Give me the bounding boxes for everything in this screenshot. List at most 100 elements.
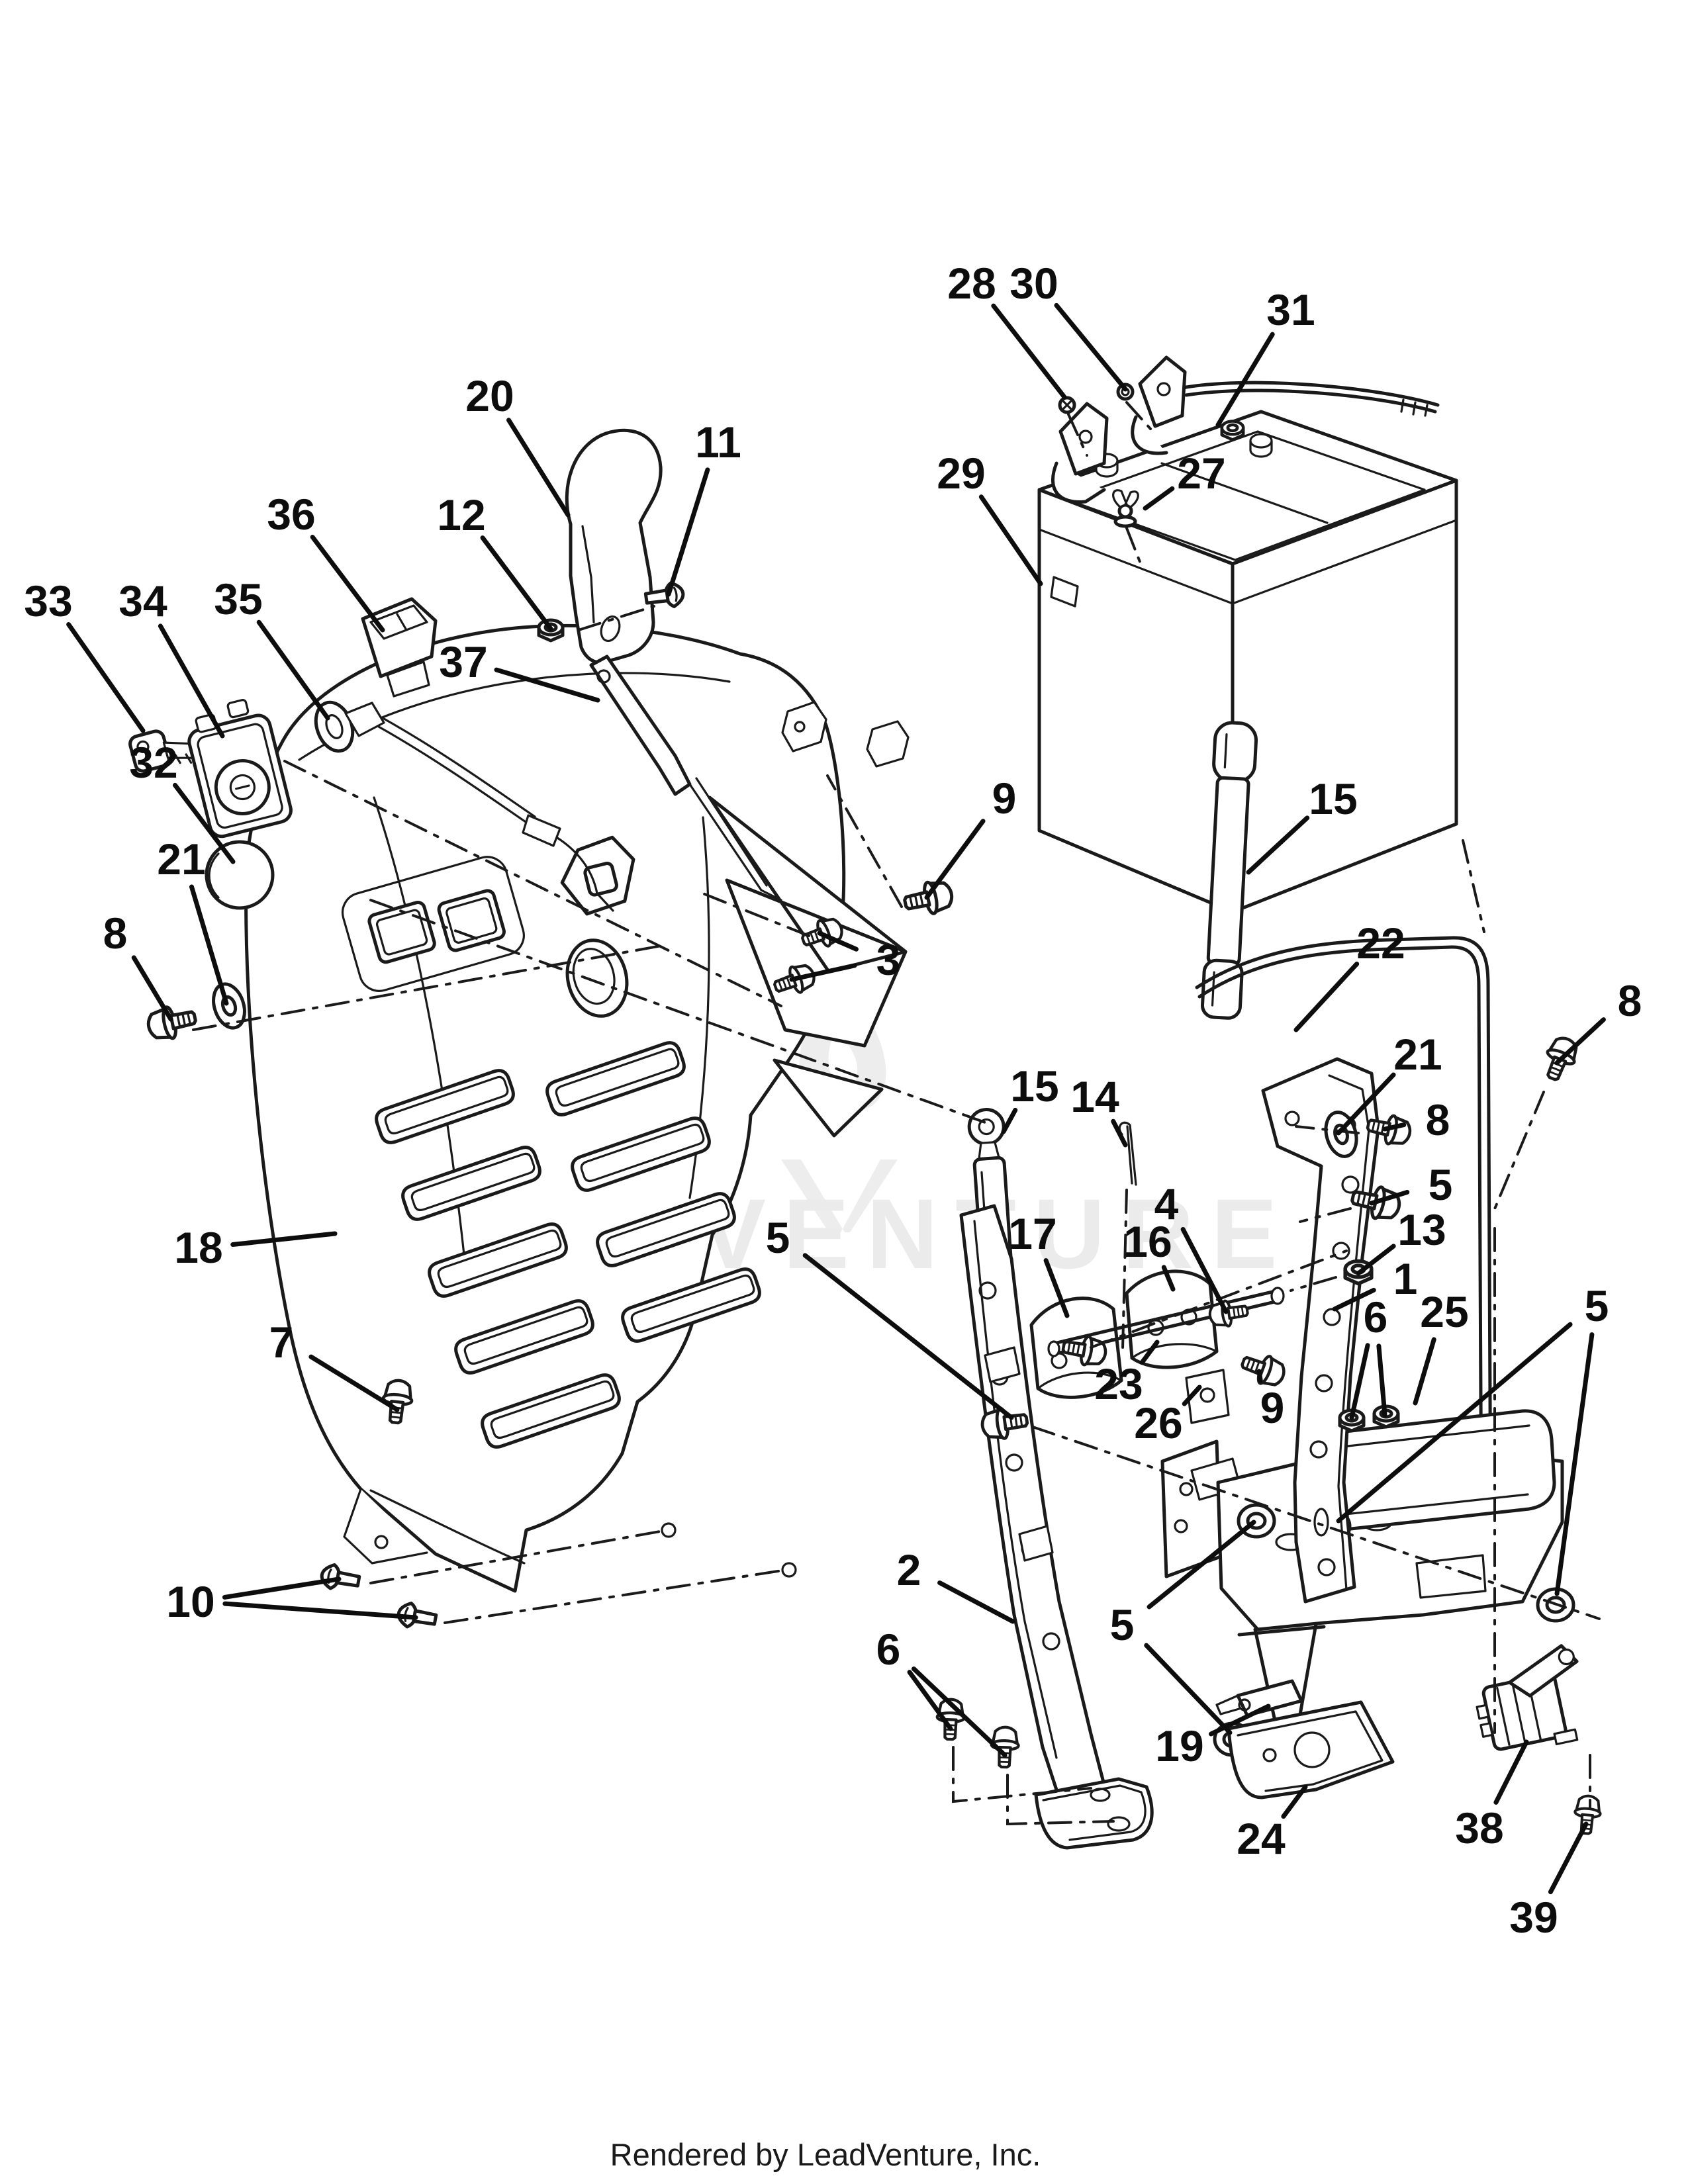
callout-leader-10 — [222, 1576, 342, 1600]
battery-lid-lines — [1038, 430, 1458, 605]
callout-leader-6 — [907, 1670, 953, 1731]
callout-leader-5 — [1147, 1520, 1256, 1610]
callout-leader-10 — [222, 1601, 418, 1620]
callout-leader-36 — [310, 535, 385, 633]
callout-label-35: 35 — [214, 574, 262, 623]
callout-leader-18 — [230, 1231, 338, 1248]
callout-label-6: 6 — [1364, 1293, 1388, 1342]
rocker-switch-36 — [361, 597, 438, 698]
callout-label-1: 1 — [1393, 1254, 1418, 1303]
battery-clamp-bracket — [1131, 355, 1187, 455]
callout-leader-35 — [256, 619, 330, 721]
callout-label-39: 39 — [1509, 1893, 1558, 1942]
callout-leader-9 — [1256, 1369, 1263, 1383]
callout-leader-20 — [506, 418, 571, 518]
callout-label-22: 22 — [1356, 919, 1405, 968]
callout-label-23: 23 — [1094, 1359, 1143, 1408]
callout-label-16: 16 — [1123, 1217, 1172, 1266]
clamp-hole — [1156, 382, 1171, 396]
solenoid-38 — [1476, 1644, 1579, 1751]
callout-label-21: 21 — [157, 835, 205, 884]
callout-label-24: 24 — [1237, 1814, 1286, 1863]
console-hole — [374, 1535, 389, 1549]
clamp-hole — [1078, 430, 1093, 444]
callout-label-34: 34 — [118, 576, 167, 625]
callout-leader-2 — [937, 1580, 1015, 1624]
callout-label-5: 5 — [1585, 1281, 1609, 1330]
callout-label-28: 28 — [947, 259, 996, 308]
battery-tray-illustration — [1160, 1409, 1579, 1799]
callout-leader-32 — [172, 782, 236, 864]
callout-leader-30 — [1054, 302, 1128, 392]
callout-label-33: 33 — [24, 576, 72, 625]
callout-label-14: 14 — [1070, 1072, 1119, 1121]
console-hole — [781, 1562, 797, 1578]
battery-side-clip — [1050, 576, 1079, 608]
bolt-8-icon — [146, 1002, 198, 1043]
callout-leader-5 — [1144, 1643, 1233, 1735]
spacer-plate-26 — [1185, 1369, 1230, 1424]
callout-label-19: 19 — [1155, 1721, 1203, 1770]
console-bottom-tab — [343, 1488, 428, 1565]
callout-label-15: 15 — [1010, 1062, 1058, 1111]
callout-leader-15 — [1246, 815, 1310, 875]
callout-leader-7 — [308, 1354, 400, 1412]
callout-label-15: 15 — [1309, 774, 1357, 823]
alignment-dash-lines — [192, 401, 1601, 1826]
callout-leader-1 — [1332, 1287, 1376, 1312]
watermark-v-icon — [781, 1160, 898, 1232]
callout-leader-26 — [1182, 1385, 1202, 1406]
console-latch-hole — [794, 721, 806, 733]
battery-clamp-bracket — [1051, 402, 1109, 504]
callout-leader-37 — [494, 667, 600, 703]
callout-leader-5 — [1369, 1189, 1410, 1206]
callout-leader-13 — [1356, 1244, 1396, 1276]
callout-label-9: 9 — [1260, 1383, 1285, 1432]
shift-lever-hole — [596, 669, 611, 684]
callout-label-10: 10 — [166, 1577, 214, 1626]
electrical-parts-illustration — [128, 597, 614, 912]
shift-knob-hole — [600, 615, 621, 642]
callout-leader-27 — [1143, 486, 1175, 511]
callout-label-12: 12 — [437, 490, 485, 539]
callout-label-11: 11 — [695, 418, 741, 467]
rod-nut-icon — [1222, 422, 1243, 440]
callout-label-5: 5 — [1110, 1600, 1135, 1649]
callout-label-18: 18 — [174, 1223, 222, 1272]
callout-leader-23 — [1139, 1340, 1160, 1365]
callout-label-30: 30 — [1009, 259, 1058, 308]
console-switch-pod — [341, 856, 525, 992]
shift-knob-edge — [581, 525, 595, 623]
callout-leader-5 — [1554, 1332, 1595, 1596]
cotter-pin-14-icon — [1118, 1121, 1137, 1186]
callout-leader-16 — [1161, 1265, 1176, 1292]
callout-leader-6 — [1349, 1343, 1370, 1420]
callout-leader-3 — [789, 963, 857, 982]
callout-leader-21 — [1336, 1072, 1396, 1136]
callout-leader-28 — [991, 303, 1067, 400]
stud-4-icon — [1208, 1298, 1249, 1328]
callout-leader-34 — [158, 623, 225, 739]
callout-leader-6 — [1376, 1343, 1387, 1418]
callout-label-9: 9 — [992, 774, 1017, 823]
callout-label-8: 8 — [1618, 976, 1642, 1025]
callout-leader-3 — [817, 931, 859, 952]
bolt-39-icon — [1573, 1795, 1602, 1835]
battery-terminal — [1249, 433, 1273, 458]
callout-leader-21 — [189, 884, 229, 1006]
callout-label-8: 8 — [103, 909, 128, 958]
callout-leader-12 — [480, 535, 553, 631]
callout-leader-9 — [924, 819, 986, 900]
callout-leader-15 — [1001, 1107, 1018, 1134]
callout-label-38: 38 — [1455, 1803, 1503, 1852]
callout-label-36: 36 — [267, 490, 315, 539]
battery-illustration — [1037, 355, 1458, 914]
callout-label-32: 32 — [129, 738, 177, 787]
callout-label-20: 20 — [465, 371, 514, 420]
callout-leader-19 — [1208, 1704, 1271, 1737]
callout-leader-38 — [1493, 1739, 1529, 1805]
callout-label-5: 5 — [766, 1213, 790, 1262]
